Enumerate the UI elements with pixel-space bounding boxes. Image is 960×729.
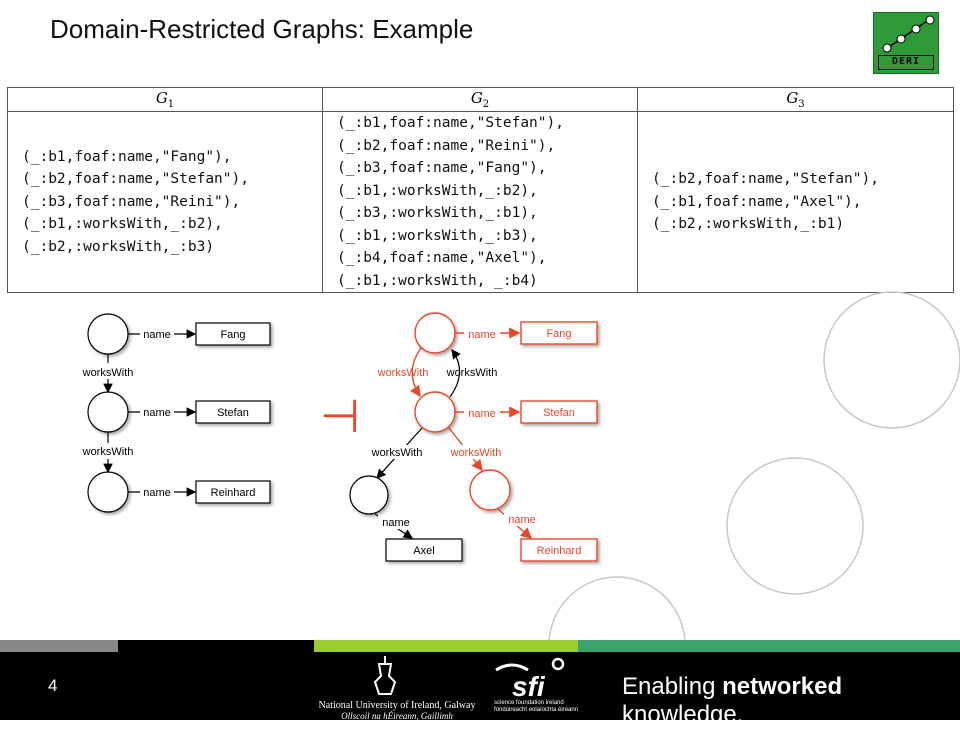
triple-line: (_:b2,foaf:name,"Reini"), [337, 137, 556, 154]
right-literal-box-3 [385, 538, 463, 562]
right-edge-workswith-down [409, 347, 422, 398]
right-literal-3: Axel [413, 545, 434, 557]
left-node-3 [87, 471, 129, 513]
right-literal-4: Reinhard [537, 545, 582, 557]
left-label-workswith-1: worksWith [82, 367, 134, 379]
footer-stripe-black [118, 640, 314, 652]
tagline-part-1: Enabling [622, 673, 723, 700]
triple-line: (_:b3,foaf:name,"Reini"), [22, 193, 241, 210]
deri-logo-text: DERI [878, 55, 934, 70]
left-graph: worksWith worksWith name name name Fang … [76, 313, 271, 513]
triple-line: (_:b2,:worksWith,_:b1) [652, 216, 845, 233]
triple-line: (_:b3,:worksWith,_:b1), [337, 205, 538, 221]
diagram-canvas: worksWith worksWith name name name Fang … [76, 291, 960, 640]
left-literal-box-3 [195, 480, 271, 504]
sfi-logo: sfi [495, 657, 565, 700]
left-literal-box-1 [195, 322, 271, 346]
left-label-name-1: name [143, 329, 171, 341]
triple-line: (_:b1,foaf:name,"Fang"), [22, 148, 232, 165]
graphs-table: G1 G2 G3 (_:b1,foaf:name,"Fang"), (_:b2,… [7, 87, 954, 293]
right-node-1 [414, 312, 456, 354]
right-literal-box-1 [520, 321, 598, 345]
sfi-swoosh-icon [495, 663, 529, 672]
right-literal-box-2 [520, 400, 598, 424]
university-crest-icon [373, 656, 397, 695]
triple-line: (_:b2,foaf:name,"Stefan"), [22, 171, 249, 188]
right-node-4 [469, 469, 511, 511]
cell-g1: (_:b1,foaf:name,"Fang"), (_:b2,foaf:name… [7, 111, 323, 293]
triple-line: (_:b4,foaf:name,"Axel"), [337, 250, 547, 266]
right-label-workswith-black-1: worksWith [446, 367, 498, 379]
university-line-2: Ollscoil na hÉireann, Gaillimh [341, 711, 453, 721]
right-node-3 [349, 475, 389, 515]
left-literal-3: Reinhard [211, 487, 256, 499]
right-label-name-3: name [382, 517, 410, 529]
triple-line: (_:b1,foaf:name,"Stefan"), [337, 115, 564, 131]
sfi-line-1: science foundation ireland [494, 700, 564, 706]
right-label-workswith-red-2: worksWith [450, 447, 502, 459]
slide-title: Domain-Restricted Graphs: Example [50, 14, 474, 44]
triple-line: (_:b1,:worksWith,_:b2), [22, 216, 223, 233]
decorative-circle [726, 457, 864, 595]
tagline: Enabling networked knowledge. [622, 673, 960, 729]
sfi-text: science foundation ireland fondúireacht … [494, 700, 578, 714]
tagline-part-2: networked [722, 673, 843, 700]
university-line-1: National University of Ireland, Galway [318, 700, 476, 711]
left-label-name-2: name [143, 407, 171, 419]
right-literal-box-4 [520, 538, 598, 562]
right-edge-workswith-up [449, 349, 461, 398]
left-node-1 [87, 313, 129, 355]
right-label-name-1: name [468, 329, 496, 341]
deri-logo: DERI [873, 12, 939, 74]
left-label-workswith-2: worksWith [82, 446, 134, 458]
left-literal-box-2 [195, 400, 271, 424]
triple-line: (_:b2,foaf:name,"Stefan"), [652, 171, 879, 188]
right-label-workswith-red-1: worksWith [377, 367, 429, 379]
footer-stripe-teal [578, 640, 960, 652]
tagline-part-3: knowledge. [622, 701, 744, 728]
right-literal-1: Fang [546, 328, 571, 340]
right-graph: worksWith worksWith worksWith worksWith … [349, 312, 598, 562]
triple-line: (_:b1,:worksWith,_:b2), [337, 182, 538, 199]
right-label-name-4: name [508, 514, 536, 526]
right-label-workswith-black-2: worksWith [371, 447, 423, 459]
sfi-dot-icon [551, 657, 565, 671]
cell-g2: (_:b1,foaf:name,"Stefan"), (_:b2,foaf:na… [322, 111, 638, 293]
triple-line: (_:b1,:worksWith,_:b3), [337, 227, 538, 244]
right-literal-2: Stefan [543, 407, 575, 419]
university-name: National University of Ireland, Galway O… [312, 700, 482, 722]
footer-stripe-grey [0, 640, 118, 652]
left-label-name-3: name [143, 487, 171, 499]
triple-line: (_:b2,:worksWith,_:b3) [22, 238, 215, 255]
right-node-2 [414, 391, 456, 433]
entailment-symbol: ⊣ [320, 389, 360, 443]
dots-graphic-icon [882, 15, 935, 53]
decorative-circle [823, 291, 960, 429]
footer-bar [0, 640, 960, 720]
header-g3: G3 [637, 87, 954, 112]
decorative-circle [548, 576, 686, 640]
sfi-line-2: fondúireacht eolaíochta éireann [494, 707, 579, 713]
triple-line: (_:b1,foaf:name,"Axel"), [652, 193, 862, 210]
sfi-label: sfi [512, 671, 546, 700]
left-node-2 [87, 391, 129, 433]
left-literal-1: Fang [220, 329, 245, 341]
left-literal-2: Stefan [217, 407, 249, 419]
cell-g3: (_:b2,foaf:name,"Stefan"), (_:b1,foaf:na… [637, 111, 954, 293]
page-number: 4 [48, 676, 58, 695]
right-label-name-2: name [468, 408, 496, 420]
triple-line: (_:b3,foaf:name,"Fang"), [337, 160, 547, 176]
triple-line: (_:b1,:worksWith, _:b4) [337, 272, 538, 289]
footer-stripe-lime [314, 640, 578, 652]
